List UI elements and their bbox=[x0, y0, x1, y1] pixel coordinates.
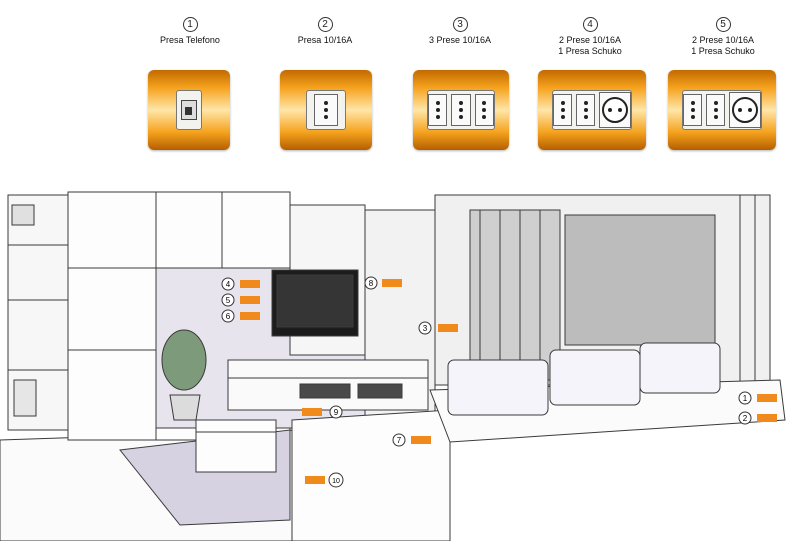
svg-text:9: 9 bbox=[334, 408, 339, 417]
svg-text:3: 3 bbox=[423, 324, 428, 333]
socket-legend: 1 Presa Telefono 2 Presa 10/16A 3 3 Pres… bbox=[0, 0, 800, 160]
socket-marker-10: 10 bbox=[305, 472, 344, 488]
socket-marker-9: 9 bbox=[302, 405, 343, 419]
plate-phone bbox=[148, 70, 230, 150]
socket-marker-6: 6 bbox=[221, 309, 260, 323]
plate-2-plus-schuko bbox=[538, 70, 646, 150]
legend-number: 5 bbox=[715, 17, 731, 32]
plate-1-socket bbox=[280, 70, 372, 150]
legend-number: 2 bbox=[317, 17, 333, 32]
socket-marker-7: 7 bbox=[392, 433, 431, 447]
plate-3-sockets bbox=[413, 70, 509, 150]
schuko-socket-icon bbox=[682, 90, 762, 130]
legend-item-2: 2 Presa 10/16A bbox=[260, 14, 390, 46]
legend-item-3: 3 3 Prese 10/16A bbox=[395, 14, 525, 46]
socket-marker-5: 5 bbox=[221, 293, 260, 307]
svg-text:6: 6 bbox=[226, 312, 231, 321]
phone-socket-icon bbox=[176, 90, 202, 130]
socket-marker-3: 3 bbox=[418, 321, 458, 335]
svg-text:1: 1 bbox=[743, 394, 748, 403]
legend-item-5: 5 2 Prese 10/16A 1 Presa Schuko bbox=[658, 14, 788, 57]
socket-marker-1: 1 bbox=[738, 391, 777, 405]
legend-label: Presa 10/16A bbox=[297, 35, 353, 45]
svg-text:7: 7 bbox=[397, 436, 402, 445]
plate-2-plus-schuko-b bbox=[668, 70, 776, 150]
legend-item-4: 4 2 Prese 10/16A 1 Presa Schuko bbox=[525, 14, 655, 57]
socket-marker-2: 2 bbox=[738, 411, 777, 425]
legend-label: Presa Telefono bbox=[160, 35, 220, 45]
legend-label: 2 Prese 10/16A 1 Presa Schuko bbox=[691, 35, 755, 56]
svg-text:2: 2 bbox=[743, 414, 748, 423]
legend-number: 3 bbox=[452, 17, 468, 32]
schuko-socket-icon bbox=[552, 90, 632, 130]
triple-socket-icon bbox=[427, 90, 495, 130]
living-room-illustration: 4 5 6 8 3 9 7 10 1 2 bbox=[0, 191, 786, 541]
svg-text:10: 10 bbox=[332, 478, 340, 485]
svg-text:4: 4 bbox=[226, 280, 231, 289]
legend-item-1: 1 Presa Telefono bbox=[125, 14, 255, 46]
socket-marker-4: 4 bbox=[221, 277, 260, 291]
socket-10-16a-icon bbox=[306, 90, 346, 130]
legend-number: 4 bbox=[582, 17, 598, 32]
svg-text:8: 8 bbox=[369, 279, 374, 288]
svg-text:5: 5 bbox=[226, 296, 231, 305]
legend-number: 1 bbox=[182, 17, 198, 32]
legend-label: 3 Prese 10/16A bbox=[428, 35, 492, 45]
legend-label: 2 Prese 10/16A 1 Presa Schuko bbox=[558, 35, 622, 56]
socket-marker-8: 8 bbox=[364, 276, 402, 290]
